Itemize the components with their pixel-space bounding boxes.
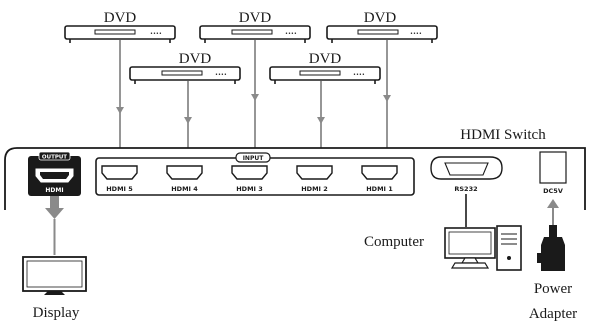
output-port-label: HDMI <box>45 187 63 194</box>
dvd-buttons: •••• <box>150 31 162 37</box>
dvd-buttons: •••• <box>353 72 365 78</box>
hdmi-input-5: HDMI 5 <box>101 165 138 193</box>
computer: Computer <box>364 225 522 271</box>
rs232-port: RS232 <box>430 156 503 193</box>
output-tag: OUTPUT <box>42 155 67 161</box>
dvd-label: DVD <box>309 51 342 67</box>
dvd-label: DVD <box>104 10 137 26</box>
switch-label: HDMI Switch <box>460 127 546 143</box>
dvd-buttons: •••• <box>285 31 297 37</box>
display: Display <box>22 256 87 321</box>
dvd-player-1: DVD •••• <box>64 10 176 43</box>
hdmi-input-1: HDMI 1 <box>361 165 398 193</box>
hdmi-input-2: HDMI 2 <box>296 165 333 193</box>
power-label-line2: Adapter <box>529 306 577 322</box>
hdmi-port-icon <box>166 165 203 180</box>
computer-label: Computer <box>364 234 424 250</box>
dc-plug-icon <box>549 225 557 237</box>
power-adapter: Power Adapter <box>529 199 577 322</box>
dvd-label: DVD <box>364 10 397 26</box>
hdmi-port-icon <box>361 165 398 180</box>
power-jack-icon <box>539 151 567 184</box>
output-section: OUTPUT HDMI <box>28 151 81 196</box>
dvd-label: DVD <box>179 51 212 67</box>
input-port-label: HDMI 1 <box>366 185 393 193</box>
power-adapter-icon <box>541 237 565 271</box>
display-label: Display <box>33 305 80 321</box>
rs232-label: RS232 <box>454 185 477 193</box>
arrow-down-icon <box>184 117 192 124</box>
dvd-label: DVD <box>239 10 272 26</box>
input-tag: INPUT <box>243 155 265 162</box>
dvd-buttons: •••• <box>410 31 422 37</box>
dvd-player-2: DVD •••• <box>199 10 311 43</box>
hdmi-input-3: HDMI 3 <box>231 165 268 193</box>
arrow-down-icon <box>116 107 124 114</box>
arrow-down-icon <box>383 95 391 102</box>
hdmi-input-4: HDMI 4 <box>166 165 203 193</box>
dvd-buttons: •••• <box>215 72 227 78</box>
hdmi-port-inner <box>40 172 69 179</box>
hdmi-port-icon <box>231 165 268 180</box>
input-port-label: HDMI 2 <box>301 185 328 193</box>
input-port-label: HDMI 4 <box>171 185 198 193</box>
input-section: INPUT HDMI 5 HDMI 4 HDMI 3 HDMI 2 HDMI 1 <box>95 152 415 196</box>
arrow-up-icon <box>547 199 559 208</box>
dvd-player-3: DVD •••• <box>326 10 438 43</box>
arrow-down-icon <box>45 208 64 219</box>
hdmi-port-icon <box>296 165 333 180</box>
arrow-down-icon <box>317 117 325 124</box>
dc-power-port: DC5V <box>539 151 567 195</box>
input-port-label: HDMI 5 <box>106 185 133 193</box>
hdmi-port-icon <box>101 165 138 180</box>
power-label-line1: Power <box>534 281 572 297</box>
output-cable <box>45 196 64 255</box>
input-port-label: HDMI 3 <box>236 185 263 193</box>
dc-label: DC5V <box>543 187 563 195</box>
keyboard-icon <box>450 262 490 269</box>
dvd-player-5: DVD •••• <box>269 51 381 84</box>
arrow-down-icon <box>251 94 259 101</box>
pc-tower-icon <box>496 225 522 271</box>
input-arrowheads <box>116 94 391 124</box>
dvd-player-4: DVD •••• <box>129 51 241 84</box>
